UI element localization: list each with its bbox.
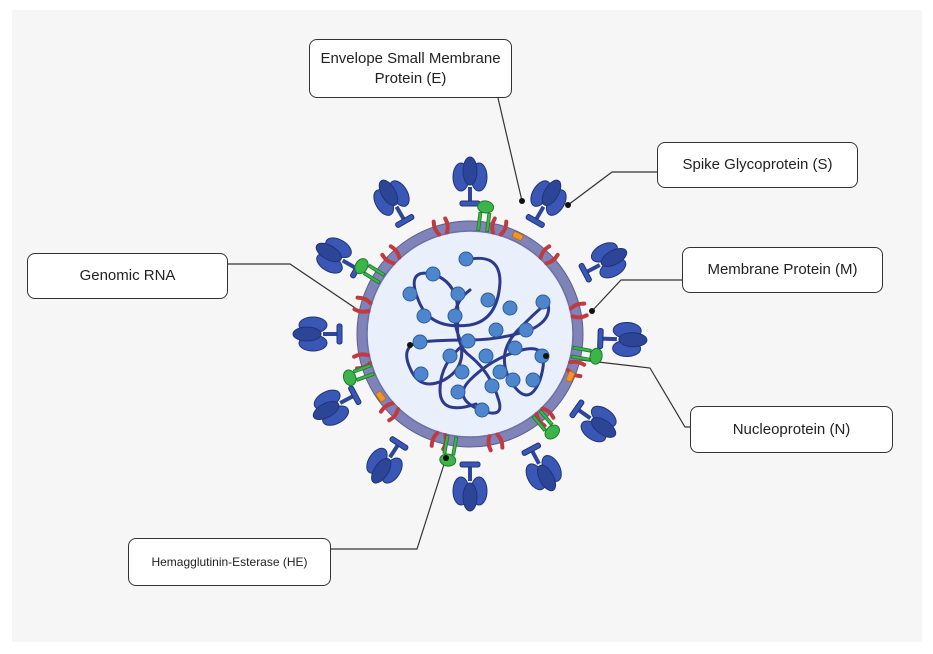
spike-icon [306,379,365,432]
nucleoprotein-icon [413,366,429,382]
nucleoprotein-icon [502,300,518,316]
nucleoprotein-icon [450,384,466,400]
genomic-rna-label: Genomic RNA [27,253,228,299]
nucleoprotein-icon [402,286,418,302]
nucleoprotein-icon [458,251,474,267]
nucleoprotein-icon [450,286,466,302]
nucleoprotein-icon [442,348,458,364]
nucleoprotein-icon [425,266,441,282]
nucleoprotein-icon [460,333,476,349]
spike-icon [451,155,489,208]
nucleoprotein-icon [492,364,508,380]
nucleoprotein-icon [488,322,504,338]
nucleoprotein-icon [505,372,521,388]
nucleoprotein-icon [454,364,470,380]
spike-icon [517,170,576,234]
spike-icon [575,236,634,289]
spike-icon [451,460,489,513]
membrane-protein-label: Membrane Protein (M) [682,247,883,293]
spike-glycoprotein-label: Spike Glycoprotein (S) [657,142,858,188]
nucleoprotein-icon [447,308,463,324]
nucleoprotein-icon [412,334,428,350]
spike-icon [291,315,344,353]
spike-icon [597,321,647,357]
nucleoprotein-icon [484,378,500,394]
envelope-protein-label: Envelope Small Membrane Protein (E) [309,39,512,98]
nucleoprotein-icon [507,340,523,356]
spike-icon [357,430,417,494]
spike-icon [364,170,423,234]
nucleoprotein-icon [525,372,541,388]
nucleoprotein-group [402,251,551,418]
hemagglutinin-esterase-label: Hemagglutinin-Esterase (HE) [128,538,331,586]
nucleoprotein-icon [518,322,534,338]
connector-dots [407,198,595,461]
spike-icon [563,391,627,452]
nucleoprotein-icon [474,402,490,418]
nucleoprotein-icon [480,292,496,308]
nucleoprotein-label: Nucleoprotein (N) [690,406,893,453]
nucleoprotein-icon [478,348,494,364]
nucleoprotein-icon [416,308,432,324]
spike-icon [515,439,568,498]
spike-icon [306,228,370,287]
nucleoprotein-icon [535,294,551,310]
